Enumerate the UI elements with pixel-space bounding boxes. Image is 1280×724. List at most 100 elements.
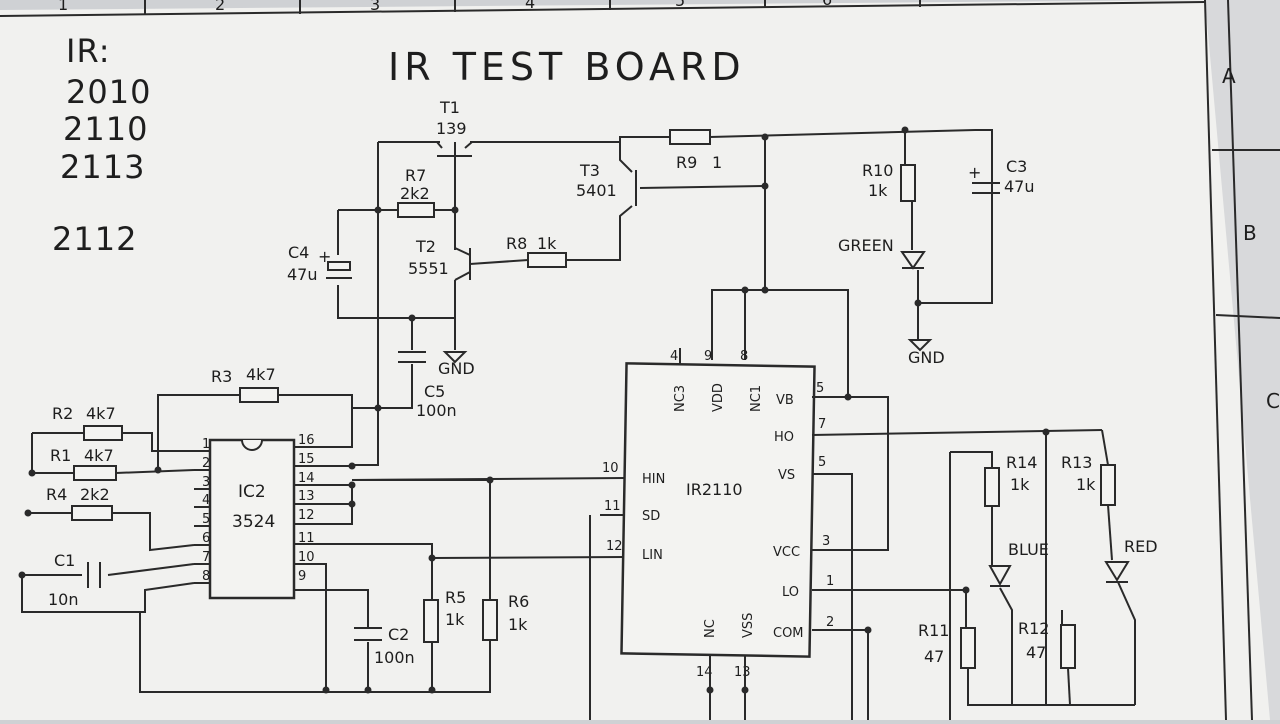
- ic2-value: 3524: [232, 512, 275, 532]
- pin-vb: VB: [776, 393, 794, 408]
- c3-ref: C3: [1006, 157, 1027, 176]
- led-green-label: GREEN: [838, 236, 894, 255]
- pin-nc1: NC1: [749, 385, 764, 412]
- t1-ref: T1: [439, 98, 460, 117]
- ic2-pin-11: 11: [298, 531, 315, 546]
- pin-sd: SD: [642, 509, 660, 524]
- paper-shadow: [1205, 0, 1280, 720]
- frame-right-ruler: A B C: [1204, 0, 1280, 721]
- pin-num-sd: 11: [604, 499, 621, 514]
- gnd-symbol-right: GND: [907, 339, 945, 367]
- capacitor-c1: C1 10n: [48, 551, 101, 609]
- pin-vcc: VCC: [773, 545, 800, 560]
- ir-model-2110: 2110: [63, 110, 148, 148]
- ic2-pin-4: 4: [202, 493, 210, 508]
- ic2-pin-5: 5: [202, 512, 210, 527]
- ic2-pin-6: 6: [202, 531, 210, 546]
- ic2-pin-13: 13: [298, 489, 315, 504]
- r7-value: 2k2: [400, 184, 430, 203]
- pin-vs: VS: [778, 468, 795, 483]
- t3-value: 5401: [576, 181, 617, 200]
- ic2-pin-8: 8: [202, 569, 210, 584]
- gnd-left-label: GND: [438, 359, 475, 378]
- pin-num-lin: 12: [606, 539, 623, 554]
- gnd-right-label: GND: [908, 348, 945, 367]
- r6-ref: R6: [508, 592, 529, 611]
- led-red: RED: [1104, 537, 1158, 583]
- r3-ref: R3: [211, 367, 232, 386]
- r12-value: 47: [1026, 643, 1046, 662]
- ic2-3524: IC2 3524 1 2 3 4 5 6 7 8 16 15 14 13 12 …: [202, 433, 315, 600]
- led-blue: BLUE: [988, 540, 1049, 587]
- pin-vss: VSS: [741, 613, 756, 638]
- led-blue-label: BLUE: [1008, 540, 1049, 559]
- transistor-t3: T3 5401: [576, 161, 637, 206]
- r9-ref: R9: [676, 153, 697, 172]
- frame-col-4: 4: [525, 0, 535, 12]
- ic2-ref: IC2: [238, 482, 266, 502]
- t3-ref: T3: [579, 161, 600, 180]
- r14-value: 1k: [1010, 475, 1030, 494]
- r10-value: 1k: [868, 181, 888, 200]
- resistor-r14: R14 1k: [984, 453, 1037, 507]
- ic2-pin-12: 12: [298, 508, 315, 523]
- pin-ho: HO: [774, 430, 794, 445]
- pin-vdd: VDD: [711, 383, 726, 412]
- resistor-r13: R13 1k: [1061, 453, 1116, 506]
- pin-num-lo: 1: [826, 574, 834, 589]
- pin-num-vb: 5: [816, 381, 824, 396]
- r4-value: 2k2: [80, 485, 110, 504]
- svg-text:+: +: [968, 163, 981, 182]
- c2-ref: C2: [388, 625, 409, 644]
- ic2-pin-9: 9: [298, 569, 306, 584]
- frame-col-6: 6: [822, 0, 832, 9]
- pin-num-com: 2: [826, 615, 834, 630]
- capacitor-c5: C5 100n: [398, 351, 457, 420]
- capacitor-c2: C2 100n: [354, 625, 415, 667]
- resistor-r5: R5 1k: [423, 588, 466, 643]
- led-green: GREEN: [838, 236, 926, 270]
- pin-lin: LIN: [642, 548, 663, 563]
- pin-num-vs: 5: [818, 455, 826, 470]
- r9-value: 1: [712, 153, 722, 172]
- pin-num-4: 4: [670, 349, 678, 364]
- r5-ref: R5: [445, 588, 466, 607]
- ic2-pin-14: 14: [298, 471, 315, 486]
- ic2-pin-16: 16: [298, 433, 315, 448]
- resistor-r11: R11 47: [918, 621, 976, 669]
- r11-ref: R11: [918, 621, 949, 640]
- t2-value: 5551: [408, 259, 449, 278]
- transistor-t1: T1 139: [436, 98, 473, 157]
- frame-top-ruler: 1 2 3 4 5 6: [0, 0, 1206, 17]
- resistor-r4: R4 2k2: [46, 485, 113, 521]
- r10-ref: R10: [862, 161, 893, 180]
- pin-nc3: NC3: [673, 385, 688, 412]
- pin-lo: LO: [782, 585, 799, 600]
- ir-model-2113: 2113: [60, 148, 145, 186]
- r2-value: 4k7: [86, 404, 116, 423]
- c5-ref: C5: [424, 382, 445, 401]
- c4-ref: C4: [288, 243, 309, 262]
- c1-ref: C1: [54, 551, 75, 570]
- t2-ref: T2: [415, 237, 436, 256]
- ir-model-2010: 2010: [66, 73, 151, 111]
- ic2-junctions: [18, 404, 494, 694]
- r8-ref: R8: [506, 234, 527, 253]
- r13-value: 1k: [1076, 475, 1096, 494]
- pin-num-ho: 7: [818, 417, 826, 432]
- capacitor-c3: + C3 47u: [968, 157, 1035, 196]
- ir-model-2112: 2112: [52, 220, 137, 258]
- r11-value: 47: [924, 647, 944, 666]
- frame-col-3: 3: [370, 0, 380, 14]
- gnd-symbol-left: GND: [438, 351, 475, 378]
- r8-value: 1k: [537, 234, 557, 253]
- svg-text:+: +: [318, 247, 331, 266]
- pin-num-9: 9: [704, 349, 712, 364]
- resistor-r2: R2 4k7: [52, 404, 123, 441]
- frame-row-b: B: [1243, 221, 1257, 245]
- ic2-pin-10: 10: [298, 550, 315, 565]
- ic2-pin-2: 2: [202, 456, 210, 471]
- pin-nc: NC: [703, 619, 718, 638]
